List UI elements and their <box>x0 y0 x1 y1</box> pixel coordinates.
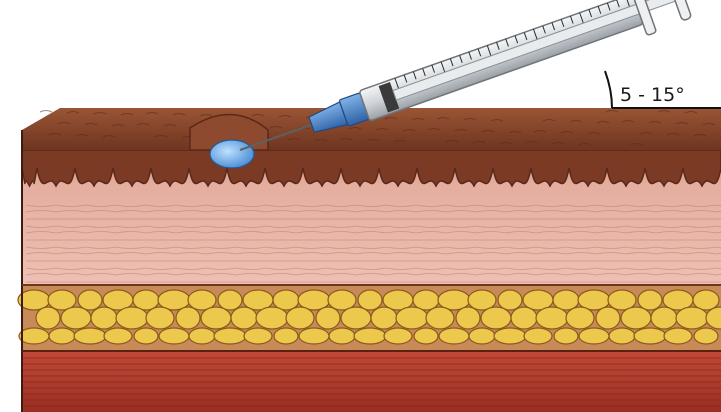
fat-cell <box>609 328 635 344</box>
fat-cell <box>49 328 75 344</box>
fat-cell <box>566 307 594 329</box>
fat-cell <box>299 328 329 344</box>
fat-cell <box>61 307 91 329</box>
fat-cell <box>341 307 371 329</box>
fat-cell <box>469 328 495 344</box>
fat-cell <box>256 307 288 329</box>
fat-cell <box>481 307 511 329</box>
fat-cell <box>494 328 526 344</box>
fat-cell <box>621 307 651 329</box>
fat-cell <box>634 328 666 344</box>
fat-cell <box>134 328 158 344</box>
fat-cell <box>354 328 386 344</box>
fat-cell <box>358 290 382 310</box>
epidermis-mark <box>40 111 52 113</box>
fat-cell <box>316 307 340 329</box>
fat-cell <box>596 307 620 329</box>
fat-cell <box>286 307 314 329</box>
fat-cell <box>78 290 102 310</box>
fat-cell <box>554 328 578 344</box>
fat-cell <box>274 328 298 344</box>
fat-cell <box>426 307 454 329</box>
fat-cell <box>329 328 355 344</box>
fat-cell <box>511 307 537 329</box>
fat-cell <box>36 307 60 329</box>
fat-cell <box>159 328 189 344</box>
fat-cell <box>74 328 106 344</box>
fat-cell <box>104 328 132 344</box>
fat-cell <box>201 307 231 329</box>
fat-cell <box>524 328 552 344</box>
fat-cell <box>371 307 397 329</box>
angle-label: 5 - 15° <box>620 84 685 106</box>
fat-cells <box>18 290 721 344</box>
angle-indicator: 5 - 15° <box>605 71 721 108</box>
fat-cell <box>651 307 677 329</box>
fat-cell <box>116 307 148 329</box>
fat-cell <box>439 328 469 344</box>
fat-cell <box>396 307 428 329</box>
fat-cell <box>456 307 480 329</box>
fat-cell <box>579 328 609 344</box>
fat-cell <box>664 328 692 344</box>
fat-cell <box>19 328 49 344</box>
fat-cell <box>218 290 242 310</box>
skin-block <box>18 108 721 412</box>
fat-cell <box>214 328 246 344</box>
fat-cell <box>176 307 200 329</box>
injection-bleb <box>210 140 254 168</box>
fat-cell <box>91 307 117 329</box>
muscle-layer <box>22 350 721 412</box>
fat-cell <box>231 307 257 329</box>
fat-cell <box>638 290 662 310</box>
fat-cell <box>536 307 568 329</box>
fat-cell <box>498 290 522 310</box>
angle-arc-icon <box>605 71 612 108</box>
fat-cell <box>676 307 708 329</box>
fat-cell <box>384 328 412 344</box>
fat-cell <box>694 328 718 344</box>
fat-cell <box>244 328 272 344</box>
fat-cell <box>414 328 438 344</box>
fat-cell <box>189 328 215 344</box>
dermal-papillae <box>22 150 721 186</box>
fat-cell <box>146 307 174 329</box>
